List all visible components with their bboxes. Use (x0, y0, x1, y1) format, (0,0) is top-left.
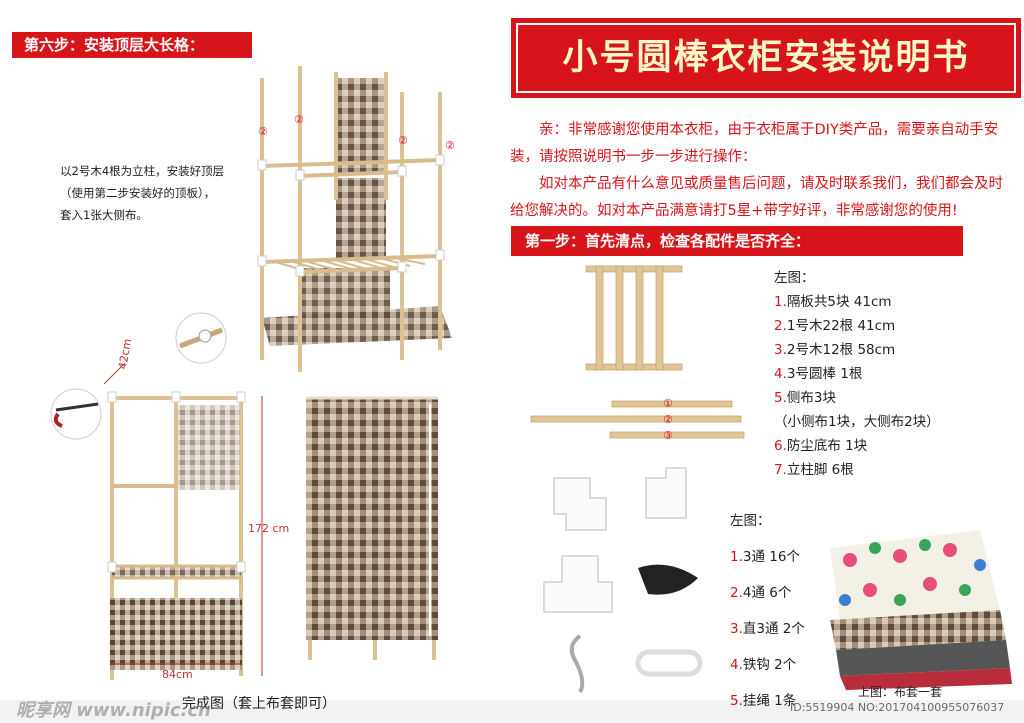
step1-header: 第一步：首先清点，检查各配件是否齐全： (511, 226, 963, 256)
list-item: 7.立柱脚 6根 (774, 462, 854, 478)
width-dimension: 84cm (162, 668, 193, 681)
marker-2: ② (258, 125, 268, 138)
list-item: 4.铁钩 2个 (730, 657, 797, 673)
fittings-heading: 左图： (730, 513, 771, 529)
parts-list: 左图： 1.隔板共5块 41cm 2.1号木22根 41cm 3.2号木12根 … (774, 266, 1014, 482)
intro-paragraph: 亲：非常感谢您使用本衣柜，由于衣柜属于DIY类产品，需要亲自动手安装，请按照说明… (510, 122, 999, 165)
cover-caption: 上图：布套一套 (858, 685, 943, 699)
list-item: 5.侧布3块 (774, 390, 836, 406)
watermark-id: ID:5519904 NO:20170410095507603​7 (790, 701, 1005, 714)
list-item: 2.4通 6个 (730, 585, 792, 601)
list-item: 1.3通 16个 (730, 549, 800, 565)
list-item: 1.隔板共5块 41cm (774, 294, 892, 310)
list-item: （小侧布1块，大侧布2块） (774, 414, 940, 430)
intro-text: 亲：非常感谢您使用本衣柜，由于衣柜属于DIY类产品，需要亲自动手安装，请按照说明… (510, 117, 1010, 225)
step6-desc-line: 以2号木4根为立柱，安装好顶层 (60, 164, 225, 178)
list-item: 4.3号圆棒 1根 (774, 366, 863, 382)
page-title: 小号圆棒衣柜安装说明书 (516, 23, 1016, 93)
marker-2: ② (445, 139, 455, 152)
list-item: 6.防尘底布 1块 (774, 438, 868, 454)
height-dimension: 172 cm (248, 522, 290, 535)
list-item: 2.1号木22根 41cm (774, 318, 896, 334)
rod-marker-3: ③ (663, 429, 673, 442)
finished-caption: 完成图（套上布套即可） (182, 696, 336, 712)
list-item: 5.挂绳 1条 (730, 693, 797, 709)
marker-2: ② (294, 113, 304, 126)
watermark-strip (0, 700, 1024, 723)
watermark-site: 昵享网 www.nipic.cn (16, 700, 211, 721)
step6-desc-line: （使用第二步安装好的顶板）， (60, 186, 216, 200)
step6-description: 以2号木4根为立柱，安装好顶层 （使用第二步安装好的顶板）， 套入1张大侧布。 (60, 160, 260, 226)
rod-marker-2: ② (663, 413, 673, 426)
intro-paragraph: 如对本产品有什么意见或质量售后问题，请及时联系我们，我们都会及时给您解决的。如对… (510, 176, 1003, 219)
rod-marker-1: ① (663, 397, 673, 410)
step6-header: 第六步：安装顶层大长格： (12, 32, 252, 58)
fittings-list: 左图： 1.3通 16个 2.4通 6个 3.直3通 2个 4.铁钩 2个 5.… (730, 503, 850, 719)
marker-2: ② (398, 134, 408, 147)
parts-heading: 左图： (774, 270, 815, 286)
list-item: 3.2号木12根 58cm (774, 342, 896, 358)
list-item: 3.直3通 2个 (730, 621, 805, 637)
step6-desc-line: 套入1张大侧布。 (60, 208, 148, 222)
